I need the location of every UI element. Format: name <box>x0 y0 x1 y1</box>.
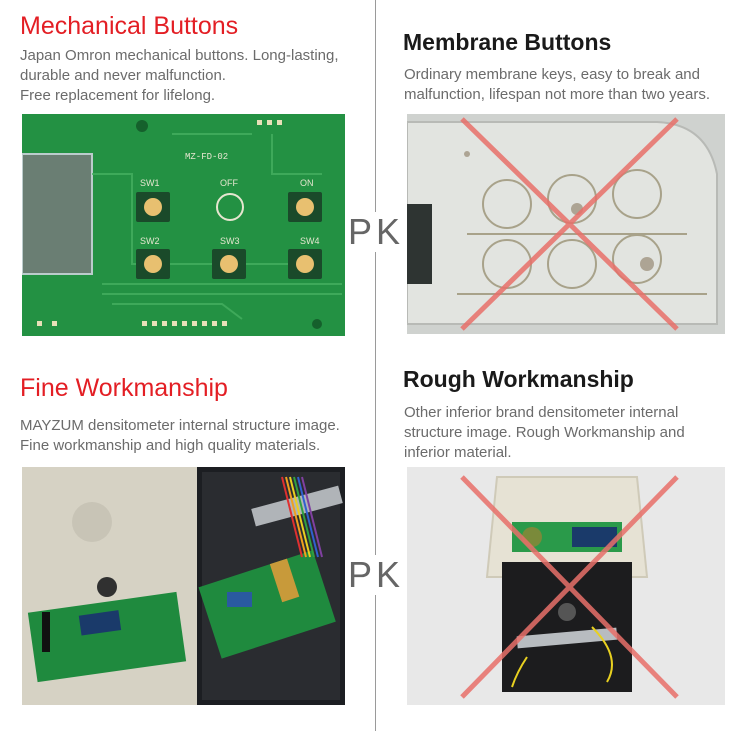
omron-button <box>288 249 322 279</box>
button-footprint <box>216 193 244 221</box>
rough-workmanship-photo <box>407 467 725 705</box>
rough-workmanship-title: Rough Workmanship <box>403 366 634 392</box>
membrane-buttons-title: Membrane Buttons <box>403 29 612 55</box>
red-cross-icon <box>460 475 679 699</box>
mechanical-buttons-photo: MZ-FD-02 SW1 OFF ON SW2 SW3 SW4 <box>22 114 345 336</box>
membrane-buttons-description: Ordinary membrane keys, easy to break an… <box>404 66 710 103</box>
board-label: MZ-FD-02 <box>185 152 228 162</box>
omron-button <box>136 249 170 279</box>
mechanical-buttons-description: Japan Omron mechanical buttons. Long-las… <box>20 47 339 104</box>
membrane-buttons-photo <box>407 114 725 334</box>
mechanical-buttons-title: Mechanical Buttons <box>20 12 239 40</box>
center-divider <box>375 0 376 731</box>
fine-workmanship-photo <box>22 467 345 705</box>
red-cross-icon <box>460 117 679 331</box>
omron-button <box>288 192 322 222</box>
omron-button <box>212 249 246 279</box>
button-label-off: OFF <box>220 178 238 188</box>
pk-label-bottom: PK <box>346 554 406 595</box>
button-label-on: ON <box>300 178 314 188</box>
button-label-sw1: SW1 <box>140 178 160 188</box>
button-label-sw3: SW3 <box>220 236 240 246</box>
omron-button <box>136 192 170 222</box>
fine-workmanship-description: MAYZUM densitometer internal structure i… <box>20 417 340 454</box>
pk-label-top: PK <box>346 211 406 252</box>
rough-workmanship-description: Other inferior brand densitometer intern… <box>404 404 685 461</box>
button-label-sw4: SW4 <box>300 236 320 246</box>
button-label-sw2: SW2 <box>140 236 160 246</box>
fine-workmanship-title: Fine Workmanship <box>20 374 228 402</box>
